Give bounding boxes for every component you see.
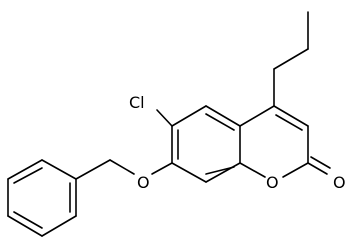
pyranone-ring bbox=[239, 105, 309, 178]
propyl-chain bbox=[273, 11, 309, 107]
carbonyl-oxygen-label: O bbox=[333, 173, 346, 192]
bond bbox=[156, 109, 173, 127]
bond bbox=[109, 159, 135, 175]
bond bbox=[171, 105, 207, 127]
ring-oxygen-label: O bbox=[266, 173, 279, 192]
chlorine-label: Cl bbox=[129, 93, 145, 112]
bond bbox=[205, 105, 241, 127]
bond bbox=[239, 105, 275, 127]
benzene-ring bbox=[171, 105, 241, 183]
bond bbox=[13, 211, 43, 229]
bond bbox=[13, 167, 43, 184]
bond bbox=[273, 105, 309, 127]
bond bbox=[41, 215, 77, 237]
bond bbox=[205, 166, 235, 175]
bond bbox=[273, 48, 309, 70]
bond bbox=[307, 162, 328, 175]
bond bbox=[151, 162, 173, 175]
bond bbox=[282, 162, 309, 178]
bond bbox=[205, 113, 235, 131]
bond bbox=[310, 156, 331, 169]
bond bbox=[239, 162, 266, 178]
bond bbox=[7, 159, 43, 180]
phenyl-ring bbox=[7, 159, 77, 237]
bond bbox=[275, 114, 303, 131]
ether-oxygen-label: O bbox=[137, 173, 150, 192]
bond bbox=[7, 215, 43, 237]
bond bbox=[205, 162, 241, 183]
bond bbox=[41, 159, 77, 180]
bond bbox=[75, 159, 111, 180]
bond bbox=[171, 162, 207, 183]
